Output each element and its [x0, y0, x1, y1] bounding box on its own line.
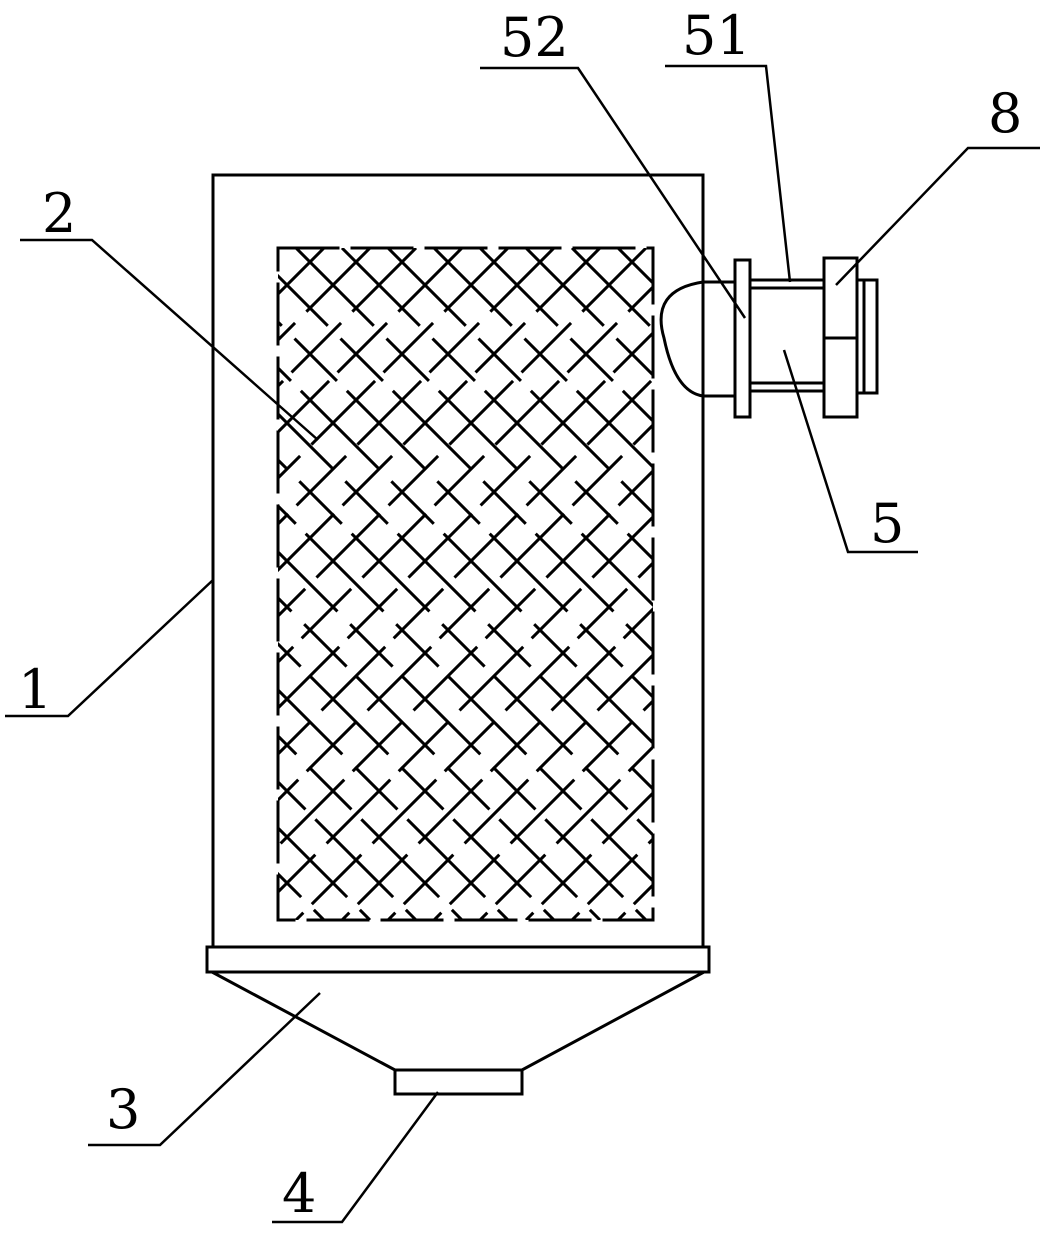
- label-8: 8: [988, 82, 1022, 145]
- hopper-cone: [211, 970, 705, 1072]
- label-1: 1: [18, 658, 52, 721]
- label-52: 52: [500, 6, 569, 69]
- end-flange-8: [822, 256, 879, 419]
- label-2: 2: [42, 182, 76, 245]
- flange-plate-52: [733, 258, 752, 419]
- label-4: 4: [282, 1162, 316, 1225]
- label-3: 3: [106, 1078, 140, 1141]
- side-dome: [659, 280, 705, 398]
- connecting-tube: [748, 278, 826, 393]
- label-5: 5: [870, 492, 904, 555]
- leader-lines: [5, 64, 1040, 1224]
- outlet: [393, 1068, 524, 1096]
- bottom-flange: [205, 945, 711, 974]
- filter-mesh: [276, 246, 655, 922]
- label-51: 51: [682, 4, 751, 67]
